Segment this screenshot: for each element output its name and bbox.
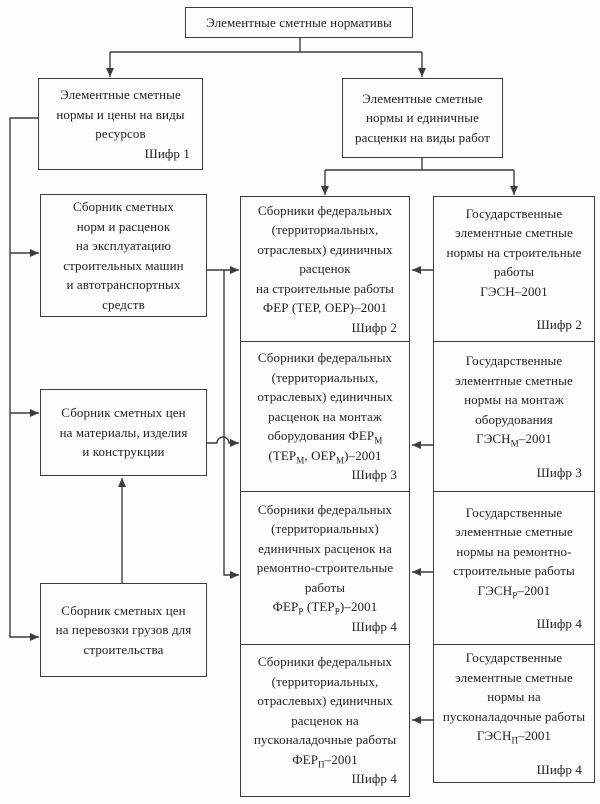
node-text: Сборники федеральных(территориальных,отр… — [253, 654, 397, 770]
cipher-label: Шифр 2 — [536, 317, 582, 332]
node-fer-equipment-installation: Сборники федеральных(территориальных,отр… — [240, 341, 410, 492]
cipher-label: Шифр 4 — [351, 771, 397, 787]
node-fer-repair-construction: Сборники федеральных(территориальных)еди… — [240, 491, 410, 645]
cipher-label: Шифр 4 — [536, 761, 582, 777]
connector-left-trunk — [9, 117, 39, 641]
cipher-label: Шифр 4 — [351, 618, 397, 634]
node-text: Сборники федеральных(территориальных,отр… — [256, 202, 394, 316]
cipher-label: Шифр 2 — [351, 319, 397, 335]
cipher-label: Шифр 3 — [536, 464, 582, 480]
node-fer-commissioning: Сборники федеральных(территориальных,отр… — [240, 644, 410, 797]
cipher-label: Шифр 4 — [536, 616, 582, 631]
cipher-label: Шифр 1 — [144, 145, 190, 161]
cipher-label: Шифр 3 — [351, 467, 397, 483]
node-label: Элементные сметные нормативы — [206, 14, 392, 30]
node-text: Сборники федеральных(территориальных,отр… — [257, 350, 393, 466]
connector-mid-trunk-to-fer-remont — [223, 270, 239, 579]
node-fer-construction: Сборники федеральных(территориальных,отр… — [240, 196, 410, 342]
node-text: Сборники федеральных(территориальных)еди… — [256, 501, 394, 617]
connector-materials-to-fer-montazh-hop — [207, 436, 239, 447]
node-title-elemental-norms: Элементные сметные нормативы — [185, 7, 413, 38]
